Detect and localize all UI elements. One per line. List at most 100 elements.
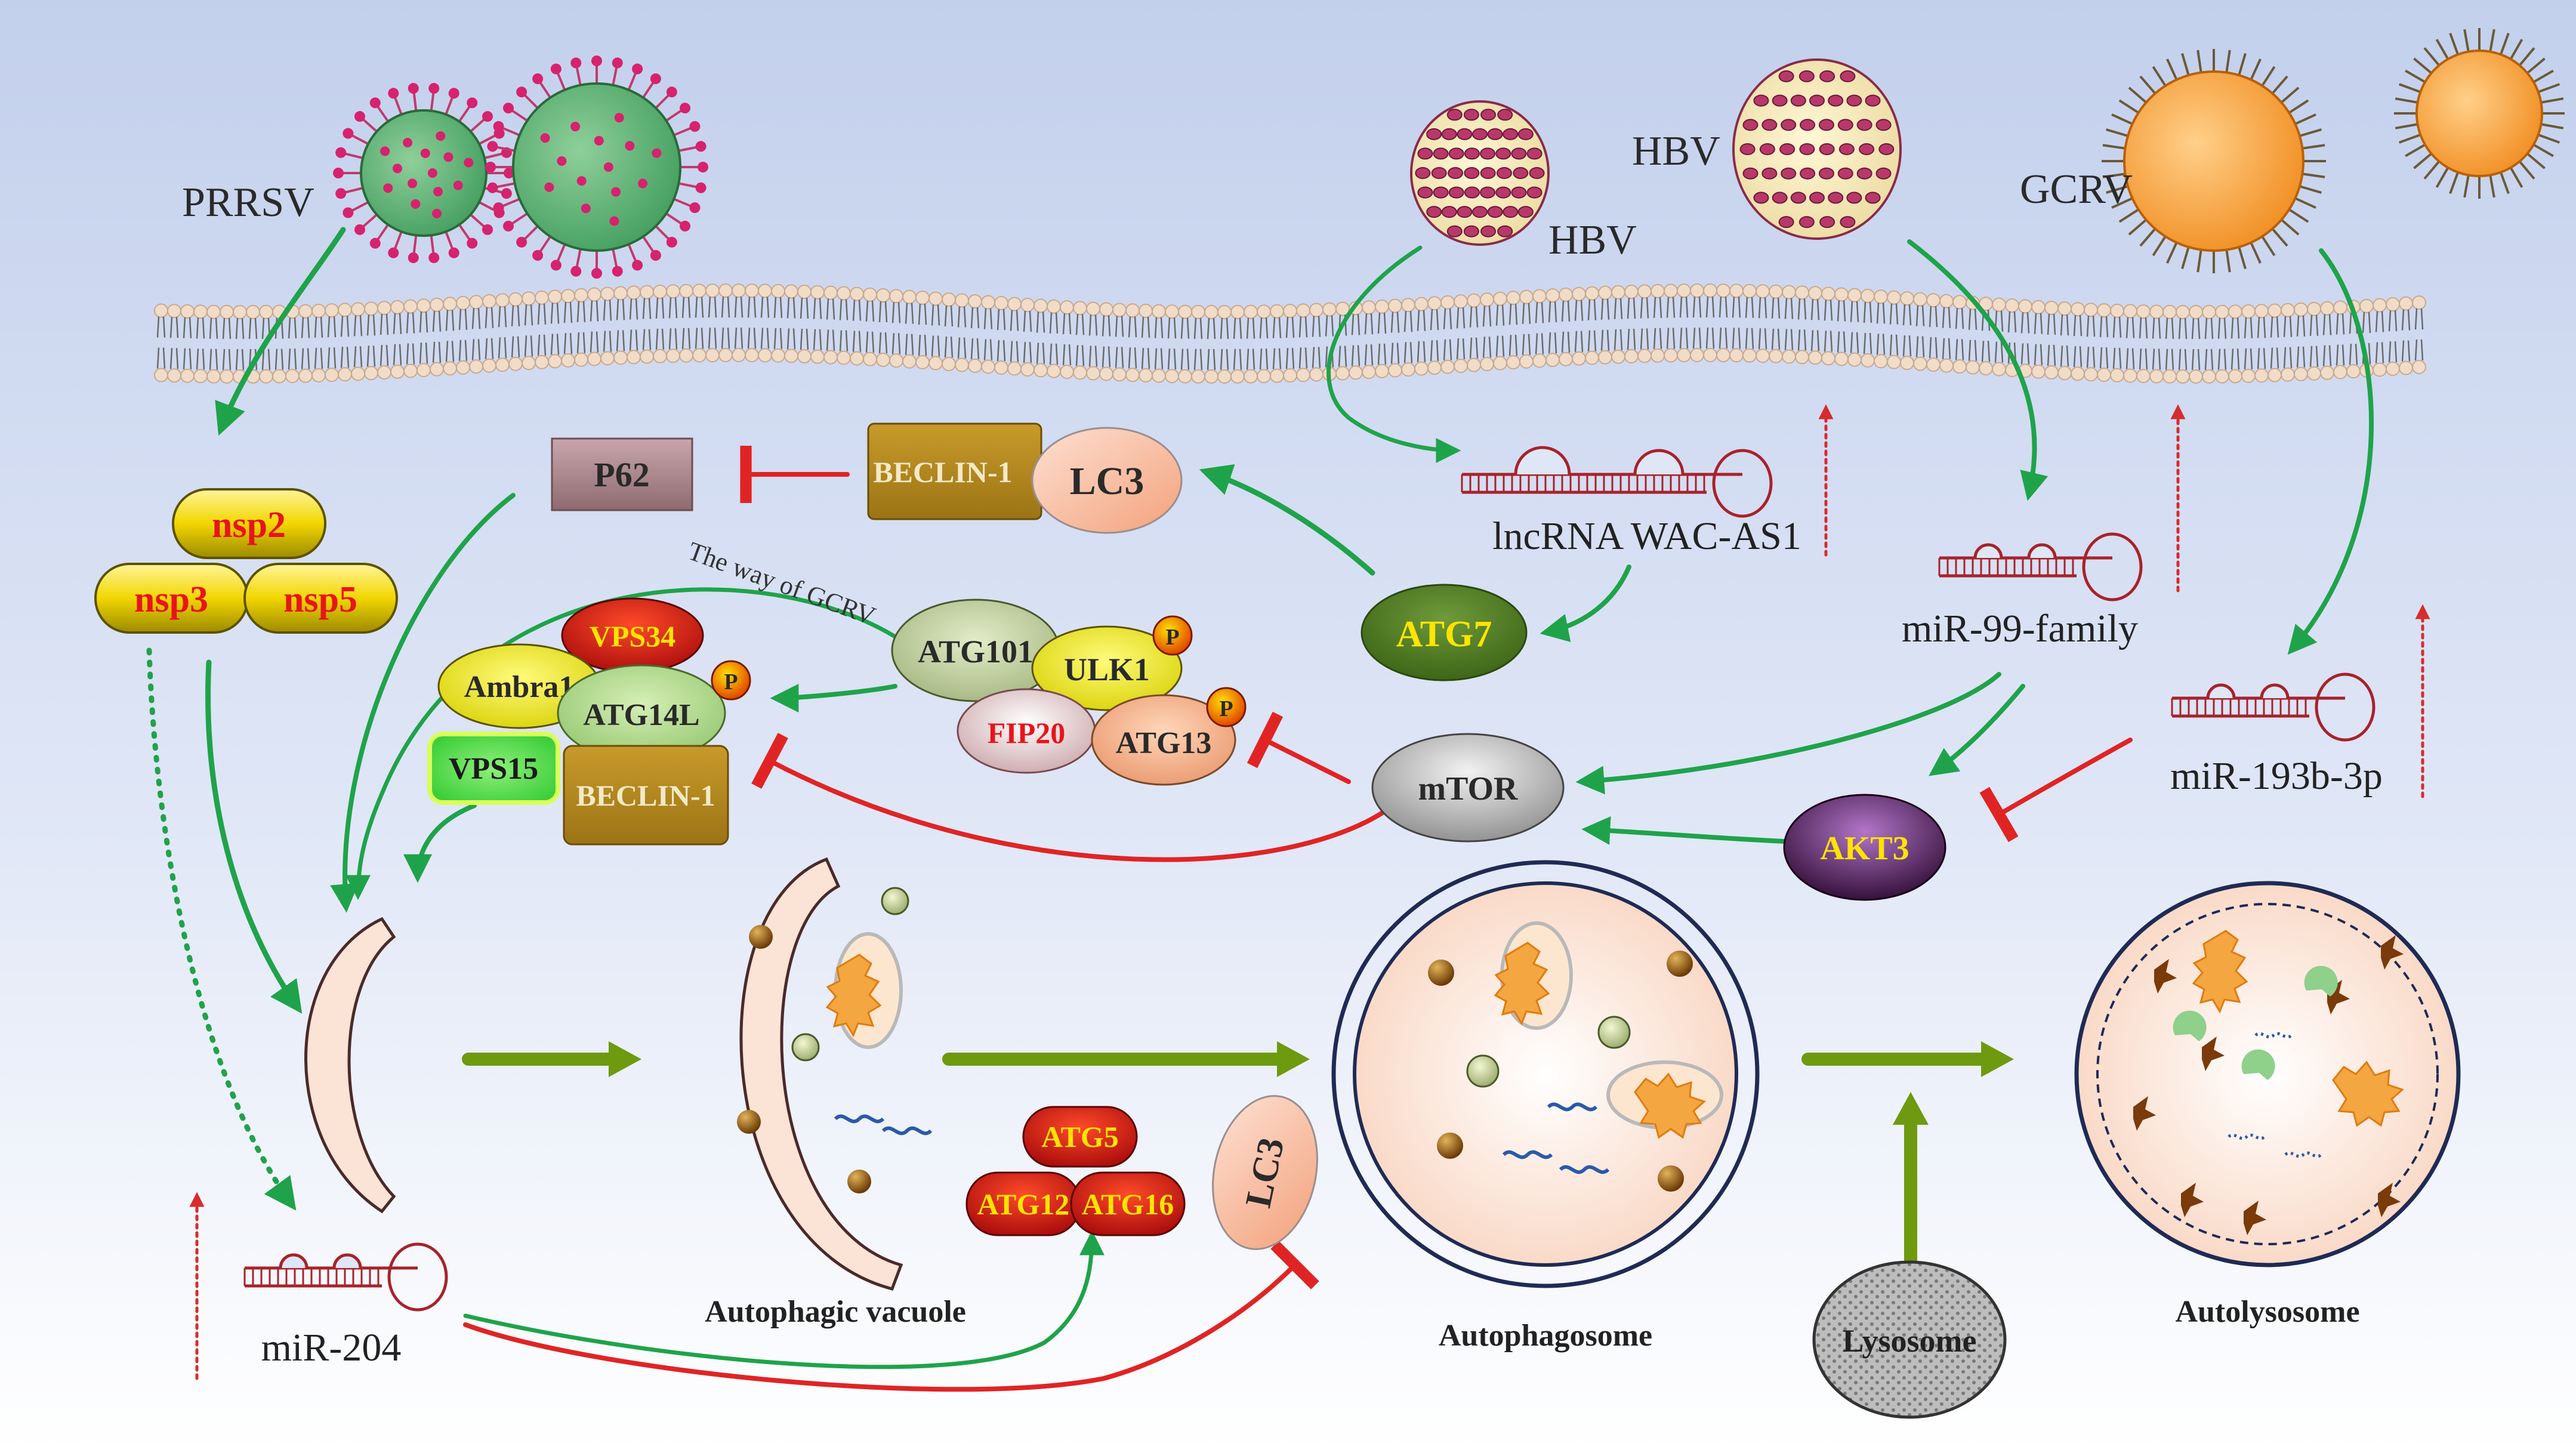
hbv-surface-protein (1742, 167, 1759, 180)
lipid-tail (1816, 330, 1820, 351)
lipid-tail (800, 297, 803, 319)
lipid-tail (2328, 314, 2332, 335)
lipid-tail (471, 339, 475, 360)
virus-spike (2128, 87, 2147, 104)
lipid-tail (1850, 332, 1853, 353)
p62-label: P62 (594, 455, 649, 494)
vacuole-rna-1 (834, 1114, 885, 1124)
hbv-surface-protein (1819, 143, 1835, 155)
lipid-tail (1921, 305, 1925, 326)
lipid-tail (1475, 306, 1479, 328)
hbv-surface-protein (1526, 186, 1542, 199)
lipid-tail (1482, 337, 1486, 358)
rna-loop (279, 1253, 308, 1269)
lipid-tail (661, 297, 665, 319)
lipid-tail (983, 308, 987, 329)
hbv-surface-protein (1463, 225, 1479, 237)
lipid-tail (2388, 310, 2392, 332)
lipid-tail (215, 317, 218, 339)
lipid-head-bottom (154, 368, 168, 382)
rna-loop (1633, 449, 1685, 475)
lipid-head-bottom (180, 368, 195, 383)
virus-spike (2166, 242, 2178, 264)
lipid-tail (288, 317, 291, 339)
lipid-tail (1955, 308, 1958, 329)
lipid-tail (576, 301, 580, 322)
lipid-tail (314, 316, 317, 338)
hbv-surface-protein (1781, 119, 1797, 131)
lipid-tail (1423, 341, 1426, 362)
lipid-head-top (1086, 301, 1100, 316)
hbv-surface-protein (1496, 167, 1512, 179)
virus-spike-tip (650, 73, 661, 84)
lipid-head-top (311, 303, 326, 318)
lipid-tail (1370, 344, 1374, 366)
lipid-tail (1298, 316, 1302, 338)
lipid-tail (2060, 345, 2063, 367)
lipid-tail (1987, 341, 1991, 362)
lipid-tail (1318, 316, 1321, 337)
p62-box: P62 (551, 437, 693, 511)
lipid-tail (183, 348, 186, 369)
lipid-tail (1771, 328, 1775, 350)
virus-surface-dot (433, 187, 443, 197)
lipid-tail (1403, 311, 1407, 332)
lipid-head-bottom (2136, 369, 2151, 384)
lipid-tail (254, 317, 258, 340)
lipid-tail (2178, 348, 2182, 371)
lipid-tail (2236, 317, 2240, 339)
lipid-tail (1272, 348, 1276, 369)
lipid-head-bottom (417, 363, 431, 378)
lipid-tail (2105, 316, 2109, 338)
lipid-tail (1121, 347, 1124, 368)
lipid-tail (393, 313, 396, 334)
lipid-head-bottom (1913, 356, 1927, 371)
lipid-tail (582, 301, 586, 322)
autophagosome-particle-4 (1658, 1165, 1684, 1192)
hbv-surface-protein (1441, 206, 1457, 218)
lipid-head-top (338, 303, 352, 317)
autophagosome-particle-2 (1667, 951, 1693, 977)
lipid-head-top (1611, 285, 1625, 300)
lipid-tail (1646, 328, 1649, 350)
lipid-tail (156, 316, 160, 338)
lipid-head-bottom (1887, 354, 1901, 369)
lipid-tail (603, 331, 606, 352)
lipid-tail (1600, 298, 1604, 320)
hbv-surface-protein (1417, 186, 1433, 199)
lipid-tail (1331, 315, 1334, 337)
lipid-tail (1627, 297, 1630, 319)
virus-spike (2166, 58, 2178, 81)
hbv-surface-protein (1457, 206, 1473, 218)
lipid-head-top (390, 300, 405, 314)
degraded-rna-fragment (2228, 1133, 2266, 1140)
lipid-head-bottom (758, 348, 772, 363)
lipid-tail (753, 297, 757, 318)
lipid-tail (1666, 328, 1670, 349)
lipid-head-top (2110, 303, 2124, 318)
lipid-tail (235, 317, 239, 340)
lipid-tail (1732, 328, 1735, 349)
virus-spike-tip (354, 224, 365, 235)
cell-membrane (154, 283, 2426, 384)
lipid-head-top (2373, 298, 2387, 313)
autophagosome-rna-2 (1502, 1150, 1553, 1159)
virus-spike (2111, 197, 2133, 209)
lipid-tail (530, 335, 533, 357)
vps15-label: VPS15 (449, 752, 538, 786)
hbv-surface-protein (1875, 119, 1892, 131)
lipid-tail (1495, 335, 1499, 357)
lipid-tail (970, 307, 974, 329)
lipid-tail (2040, 313, 2043, 334)
lipid-tail (2079, 346, 2083, 368)
hbv-large-label: HBV (1632, 128, 1720, 174)
lipid-tail (1869, 332, 1872, 354)
lipid-tail (419, 311, 422, 333)
lipid-tail (1220, 317, 1223, 340)
lipid-head-bottom (1047, 363, 1061, 378)
lipid-tail (1633, 328, 1636, 350)
lipid-head-bottom (2294, 366, 2308, 381)
hbv-surface-protein (1818, 167, 1834, 180)
hbv-surface-protein (1838, 143, 1855, 155)
lipid-head-top (2031, 300, 2046, 314)
